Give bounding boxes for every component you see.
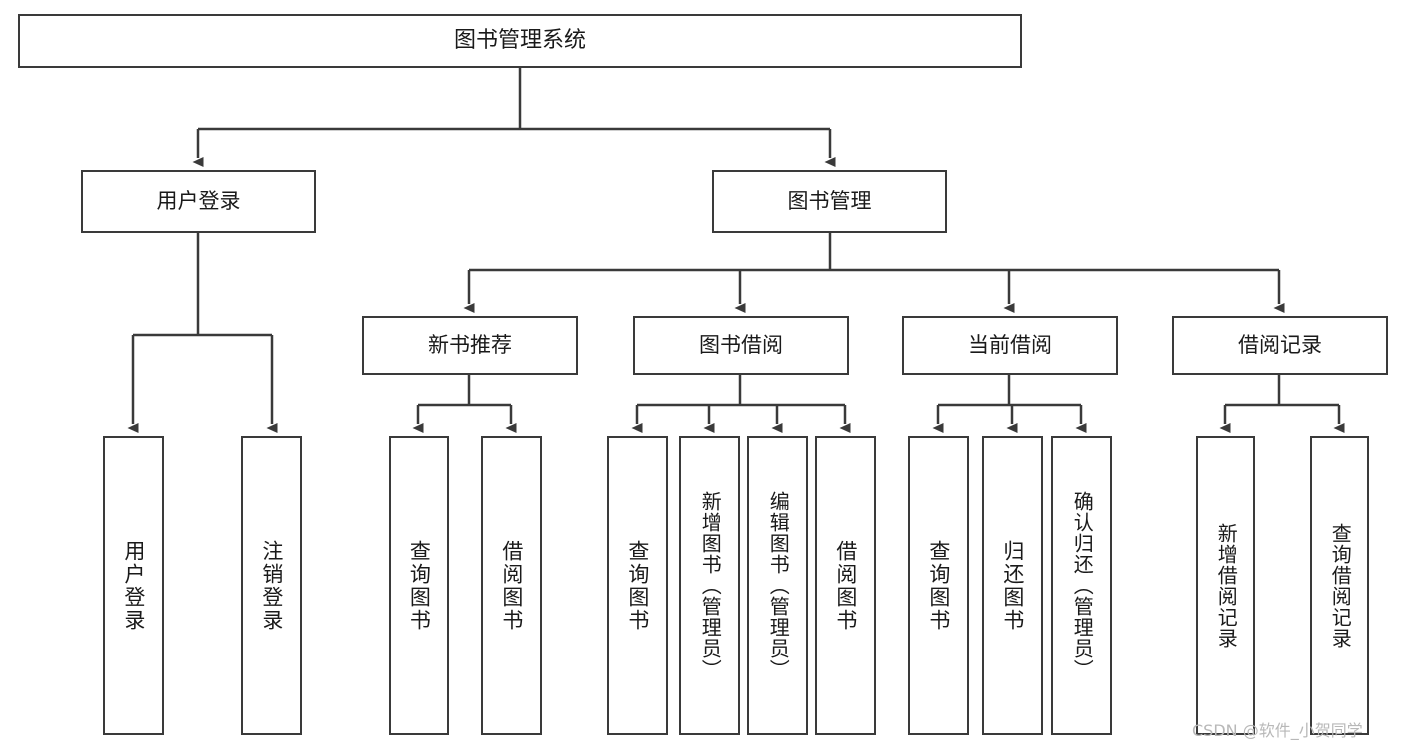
leaf-add-borrow-record[interactable]: 新增借阅记录 — [1196, 436, 1255, 735]
node-label: 查询图书 — [407, 539, 432, 632]
node-label: 用户登录 — [121, 539, 146, 632]
node-borrow-record[interactable]: 借阅记录 — [1172, 316, 1388, 375]
leaf-confirm-return-admin[interactable]: 确认归还（管理员） — [1051, 436, 1112, 735]
node-label: 新书推荐 — [428, 333, 512, 358]
leaf-query-borrow-record[interactable]: 查询借阅记录 — [1310, 436, 1369, 735]
node-label: 用户登录 — [156, 189, 241, 214]
leaf-borrow-book[interactable]: 借阅图书 — [815, 436, 876, 735]
node-label: 当前借阅 — [968, 333, 1052, 358]
node-label: 图书管理系统 — [453, 28, 586, 54]
leaf-query-book-borrow[interactable]: 查询图书 — [607, 436, 668, 735]
node-label: 查询图书 — [625, 539, 650, 632]
leaf-edit-book-admin[interactable]: 编辑图书（管理员） — [747, 436, 808, 735]
node-label: 归还图书 — [1000, 539, 1025, 632]
node-label: 新增借阅记录 — [1214, 522, 1239, 649]
node-label: 查询图书 — [926, 539, 951, 632]
node-new-book-recommend[interactable]: 新书推荐 — [362, 316, 578, 375]
node-user-login[interactable]: 用户登录 — [81, 170, 316, 233]
node-label: 借阅图书 — [499, 539, 524, 632]
csdn-watermark: CSDN @软件_小贺同学 — [1192, 721, 1363, 740]
node-root-system[interactable]: 图书管理系统 — [18, 14, 1022, 68]
leaf-borrow-book-recommend[interactable]: 借阅图书 — [481, 436, 542, 735]
leaf-add-book-admin[interactable]: 新增图书（管理员） — [679, 436, 740, 735]
node-label: 注销登录 — [259, 539, 284, 632]
node-label: 图书管理 — [787, 189, 872, 214]
node-book-management[interactable]: 图书管理 — [712, 170, 947, 233]
node-label: 借阅记录 — [1238, 333, 1322, 358]
leaf-logout[interactable]: 注销登录 — [241, 436, 302, 735]
node-current-borrow[interactable]: 当前借阅 — [902, 316, 1118, 375]
node-label: 确认归还（管理员） — [1070, 491, 1095, 680]
node-label: 新增图书（管理员） — [698, 491, 723, 680]
node-book-borrow[interactable]: 图书借阅 — [633, 316, 849, 375]
leaf-return-book[interactable]: 归还图书 — [982, 436, 1043, 735]
node-label: 查询借阅记录 — [1328, 522, 1353, 649]
node-label: 借阅图书 — [833, 539, 858, 632]
leaf-user-login[interactable]: 用户登录 — [103, 436, 164, 735]
leaf-query-book-current[interactable]: 查询图书 — [908, 436, 969, 735]
leaf-query-book-recommend[interactable]: 查询图书 — [389, 436, 449, 735]
node-label: 图书借阅 — [699, 333, 783, 358]
node-label: 编辑图书（管理员） — [766, 491, 791, 680]
